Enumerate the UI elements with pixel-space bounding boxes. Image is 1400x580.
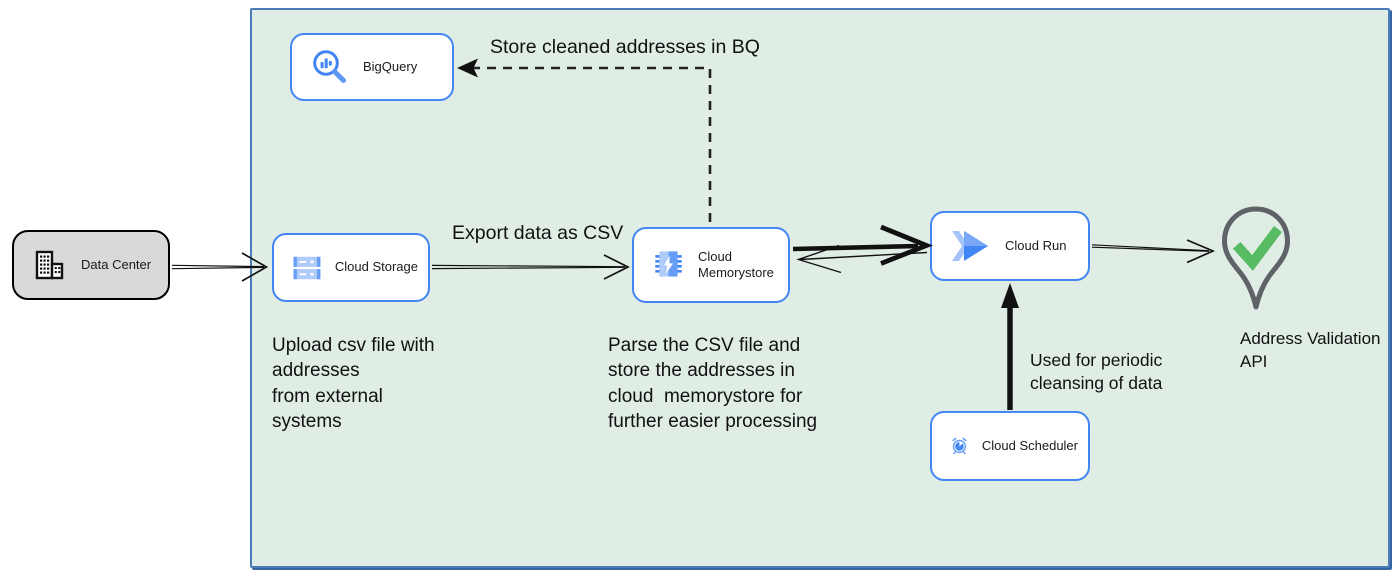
node-label: Cloud Run: [1005, 237, 1067, 253]
bigquery-icon: [313, 50, 346, 83]
memorystore-icon: [655, 251, 682, 277]
annotation-address-validation-api: Address Validation API: [1240, 329, 1381, 372]
annotation-export-csv: Export data as CSV: [452, 222, 624, 244]
annotation-parse-csv: Parse the CSV file and store the address…: [608, 335, 818, 433]
annotation-upload-csv: Upload csv file with addresses from exte…: [272, 335, 435, 433]
node-cloud-scheduler: Cloud Scheduler: [930, 411, 1090, 481]
node-cloud-storage: Cloud Storage: [272, 233, 430, 302]
annotation-store-bq: Store cleaned addresses in BQ: [490, 36, 760, 58]
annotation-periodic-cleansing: Used for periodic cleansing of data: [1030, 350, 1163, 394]
node-cloud-memorystore: Cloud Memorystore: [632, 227, 790, 303]
cloud-scheduler-icon: [952, 437, 967, 455]
node-cloud-run: Cloud Run: [930, 211, 1090, 281]
building-icon: [35, 250, 64, 280]
cloud-boundary: [250, 8, 1390, 568]
cloud-storage-icon: [293, 256, 321, 279]
location-pin-check-icon: [1222, 206, 1290, 310]
node-label: Data Center: [81, 256, 152, 272]
node-label: Cloud Memorystore: [698, 248, 774, 280]
node-label: Cloud Storage: [334, 259, 418, 275]
node-bigquery: BigQuery: [290, 33, 454, 101]
cloud-run-icon: [952, 231, 988, 261]
node-label: BigQuery: [363, 58, 418, 74]
node-data-center: Data Center: [12, 230, 170, 300]
node-label: Cloud Scheduler: [981, 437, 1078, 453]
node-address-validation: [1218, 204, 1294, 333]
